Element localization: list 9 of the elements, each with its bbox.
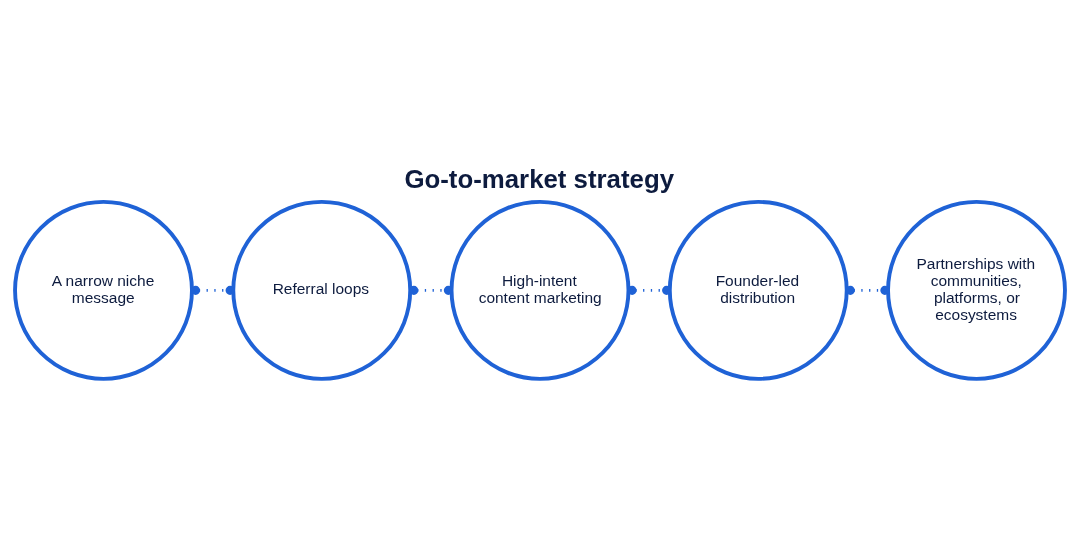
node-circle: High-intent content marketing	[449, 199, 631, 381]
connector	[845, 285, 890, 295]
diagram-title: Go-to-market strategy	[404, 164, 675, 193]
connector	[409, 285, 453, 295]
connector	[191, 285, 235, 295]
node-circle: Referral loops	[231, 199, 413, 381]
node-circle: Partnerships with communities, platforms, or ecosystems	[886, 199, 1067, 381]
node-circle: A narrow niche message	[13, 199, 194, 381]
node-circle: Founder-led distribution	[667, 199, 849, 381]
